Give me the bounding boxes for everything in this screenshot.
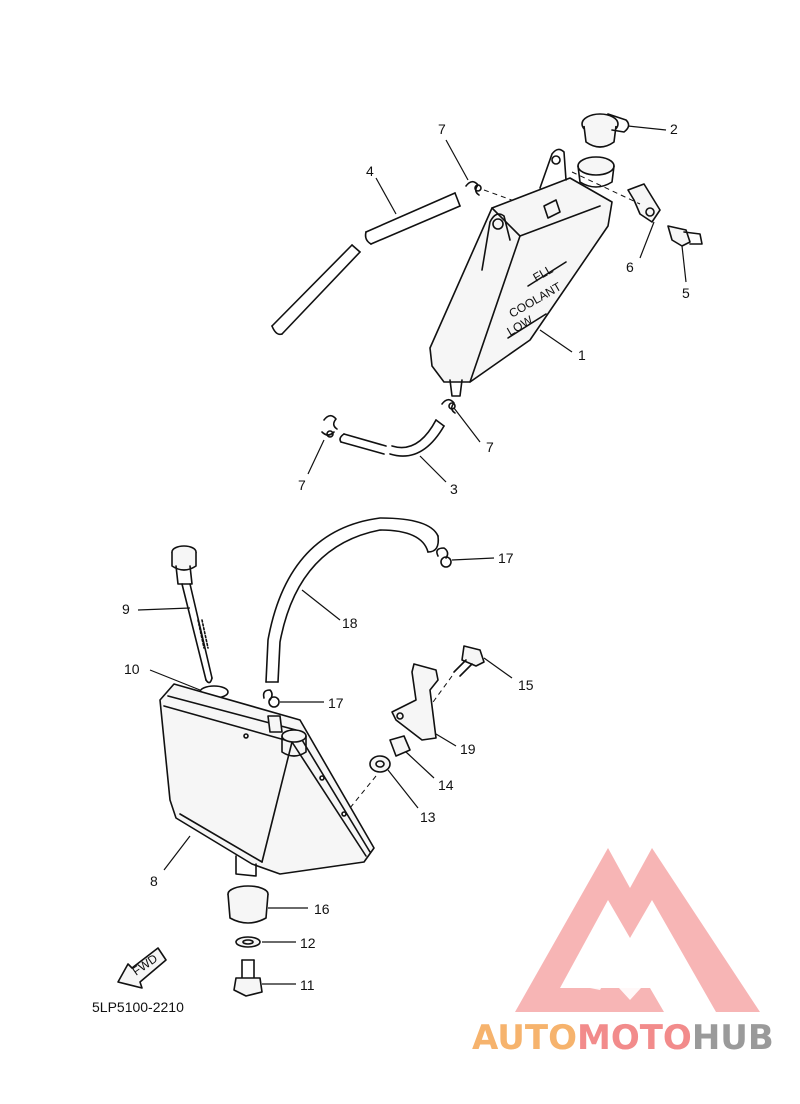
callout-7-right: 7 xyxy=(486,439,494,455)
callout-2: 2 xyxy=(670,121,678,137)
callout-5: 5 xyxy=(682,285,690,301)
coolant-reservoir-tank: FLL COOLANT LOW xyxy=(429,148,615,397)
watermark-auto: AUTO xyxy=(472,1018,577,1058)
callout-17-lower: 17 xyxy=(328,695,344,711)
callout-8: 8 xyxy=(150,873,158,889)
diagram-code: 5LP5100-2210 xyxy=(92,999,184,1015)
callout-7-upper: 7 xyxy=(438,121,446,137)
watermark-moto: MOTO xyxy=(576,1018,692,1058)
sub-tank-8 xyxy=(159,683,375,877)
washer-12 xyxy=(235,936,261,948)
collar-14 xyxy=(389,735,411,757)
hose-3 xyxy=(339,419,445,457)
clip-7-tank-outlet xyxy=(441,398,456,414)
fwd-arrow-icon: FWD xyxy=(117,947,167,989)
watermark-hub: HUB xyxy=(691,1018,774,1058)
callout-7-left: 7 xyxy=(298,477,306,493)
callout-3: 3 xyxy=(450,481,458,497)
callout-4: 4 xyxy=(366,163,374,179)
callout-18: 18 xyxy=(342,615,358,631)
clip-7-hose-end xyxy=(321,414,338,438)
hose-18 xyxy=(265,517,440,683)
bolt-15 xyxy=(453,645,485,677)
watermark-brand-text: AUTOMOTOHUB xyxy=(472,1018,774,1058)
watermark-logo xyxy=(515,848,760,1012)
reservoir-cap-2 xyxy=(581,113,630,148)
callout-10: 10 xyxy=(124,661,140,677)
callout-19: 19 xyxy=(460,741,476,757)
callout-9: 9 xyxy=(122,601,130,617)
callout-6: 6 xyxy=(626,259,634,275)
leader-lines xyxy=(137,125,687,985)
grommet-13 xyxy=(369,755,391,773)
bolt-5 xyxy=(667,225,703,247)
clip-7-upper xyxy=(465,180,482,196)
drain-cap-16 xyxy=(227,885,269,924)
callout-1: 1 xyxy=(578,347,586,363)
dipstick-9 xyxy=(171,545,213,684)
callout-17-upper: 17 xyxy=(498,550,514,566)
clip-17-upper xyxy=(436,547,452,568)
bracket-19 xyxy=(391,663,439,741)
clip-17-lower xyxy=(262,689,280,708)
bolt-11 xyxy=(233,959,263,997)
callout-11: 11 xyxy=(300,977,315,993)
callout-15: 15 xyxy=(518,677,534,693)
callout-13: 13 xyxy=(420,809,436,825)
callout-16: 16 xyxy=(314,901,330,917)
clamp-6 xyxy=(627,183,661,223)
hose-4 xyxy=(271,192,461,336)
callout-14: 14 xyxy=(438,777,454,793)
callout-12: 12 xyxy=(300,935,316,951)
